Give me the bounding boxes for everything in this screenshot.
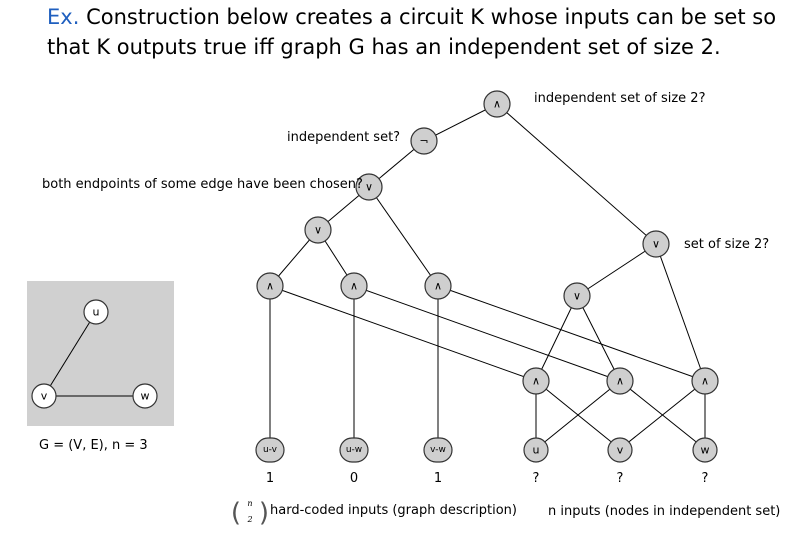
svg-text:∨: ∨	[573, 290, 581, 303]
edge	[576, 243, 657, 297]
svg-text:w: w	[141, 390, 150, 403]
input-node-u: u	[523, 437, 549, 463]
and-gate-uv: ∧	[256, 272, 284, 300]
edge	[619, 380, 706, 450]
title-line-2: that K outputs true iff graph G has an i…	[47, 35, 721, 59]
binom-bottom: 2	[246, 515, 252, 524]
value-v-w: 1	[434, 471, 442, 486]
input-u-v: u-v	[255, 437, 285, 463]
and-gate-pair-1: ∧	[522, 367, 550, 395]
svg-text:∧: ∧	[616, 375, 624, 388]
edge	[423, 103, 498, 142]
value-node-w: ?	[702, 471, 709, 486]
annotation-endpoints: both endpoints of some edge have been ch…	[42, 177, 363, 192]
edge	[437, 285, 706, 382]
graph-g: u v w	[27, 281, 174, 426]
binom-top: n	[247, 499, 252, 508]
edge	[655, 243, 706, 382]
svg-text:u: u	[533, 444, 540, 457]
svg-text:w: w	[701, 444, 710, 457]
svg-text:∨: ∨	[652, 238, 660, 251]
not-gate: ¬	[410, 127, 438, 155]
and-gate-pair-2: ∧	[606, 367, 634, 395]
svg-text:u: u	[93, 306, 100, 319]
input-v-w: v-w	[423, 437, 453, 463]
input-node-v: v	[607, 437, 633, 463]
title-prefix: Ex.	[47, 5, 80, 29]
graph-caption: G = (V, E), n = 3	[39, 438, 148, 453]
graph-node-u: u	[83, 299, 109, 325]
svg-text:u-v: u-v	[263, 445, 278, 455]
svg-text:∧: ∧	[266, 280, 274, 293]
svg-text:∧: ∧	[493, 98, 501, 111]
or-gate-size2: ∨	[642, 230, 670, 258]
binomial-symbol: ( ) n 2	[231, 498, 269, 528]
edge	[353, 285, 621, 382]
hardcoded-inputs-label: hard-coded inputs (graph description)	[270, 503, 517, 518]
and-gate-pair-3: ∧	[691, 367, 719, 395]
circuit-edges	[269, 103, 706, 450]
edge	[535, 380, 621, 450]
svg-text:): )	[259, 498, 269, 528]
edge	[368, 186, 439, 287]
svg-text:∧: ∧	[701, 375, 709, 388]
annotation-independent: independent set?	[287, 130, 400, 145]
and-gate-uw: ∧	[340, 272, 368, 300]
graph-node-w: w	[132, 383, 158, 409]
graph-edge-u-v	[43, 311, 97, 397]
edge	[576, 295, 621, 382]
value-node-u: ?	[533, 471, 540, 486]
and-gate-top: ∧	[483, 90, 511, 118]
graph-node-v: v	[31, 383, 57, 409]
svg-text:v-w: v-w	[430, 445, 446, 455]
svg-text:∧: ∧	[350, 280, 358, 293]
node-inputs-label: n inputs (nodes in independent set)	[548, 504, 780, 519]
svg-text:¬: ¬	[419, 135, 428, 148]
svg-text:(: (	[231, 498, 241, 528]
value-u-v: 1	[266, 471, 274, 486]
or-gate-edges: ∨	[304, 216, 332, 244]
svg-text:u-w: u-w	[346, 445, 362, 455]
title-line-1: Ex. Construction below creates a circuit…	[47, 2, 776, 32]
input-u-w: u-w	[339, 437, 369, 463]
edge	[535, 295, 578, 382]
or-gate-endpoints: ∨	[355, 173, 383, 201]
annotation-top: independent set of size 2?	[534, 91, 705, 106]
annotation-size2: set of size 2?	[684, 237, 769, 252]
svg-text:∨: ∨	[365, 181, 373, 194]
input-node-w: w	[692, 437, 718, 463]
title: Ex. Construction below creates a circuit…	[47, 2, 776, 62]
svg-text:v: v	[41, 390, 48, 403]
svg-text:∧: ∧	[532, 375, 540, 388]
svg-text:∧: ∧	[434, 280, 442, 293]
and-gate-vw: ∧	[424, 272, 452, 300]
title-text-1: Construction below creates a circuit K w…	[86, 5, 777, 29]
or-gate-pairs: ∨	[563, 282, 591, 310]
edge	[269, 285, 537, 382]
value-u-w: 0	[350, 471, 358, 486]
svg-text:v: v	[617, 444, 624, 457]
edge	[496, 103, 657, 245]
svg-text:∨: ∨	[314, 224, 322, 237]
value-node-v: ?	[617, 471, 624, 486]
